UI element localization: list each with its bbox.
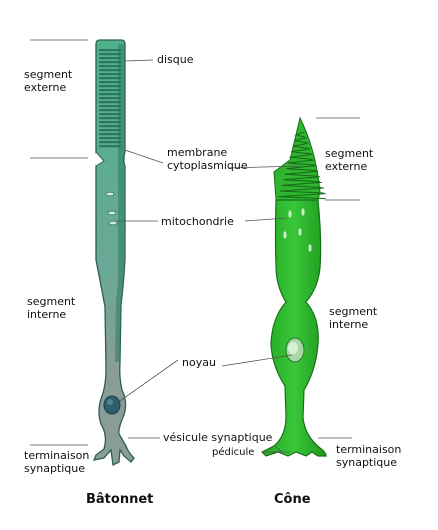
cone-inner-segment-label: segment interne (329, 305, 378, 331)
cone-inner-segment (260, 199, 327, 457)
cone-lamella (289, 153, 313, 160)
rod-disc (99, 117, 121, 120)
cone-mitochondrion (298, 228, 302, 236)
cone-lamella (291, 148, 311, 155)
cone-lamellae (278, 131, 326, 200)
rod-terminal-label: terminaison synaptique (24, 449, 90, 475)
rod-disc (99, 69, 121, 72)
cone-lamella (281, 181, 322, 188)
rod-disc (99, 49, 121, 52)
rod-disc (99, 61, 121, 64)
rod-disc (99, 97, 121, 100)
rod-disc (99, 73, 121, 76)
rod-disc (99, 57, 121, 60)
rod-inner-segment-label: segment interne (27, 295, 76, 321)
rod-disc (99, 81, 121, 84)
cone-title: Cône (274, 492, 311, 507)
rod-notch (95, 151, 105, 167)
rod-mitochondrion (108, 220, 118, 226)
cone-lamella (279, 187, 324, 194)
cone-mitochondrion (308, 244, 312, 252)
rod-nucleus (103, 395, 121, 415)
vesicle-label: vésicule synaptique (163, 431, 273, 444)
rod-disc (99, 125, 121, 128)
rod-disc (99, 129, 121, 132)
rod-disc (99, 77, 121, 80)
disc-label: disque (157, 53, 194, 66)
mitochondria-label: mitochondrie (161, 215, 234, 228)
cone-lamella (278, 193, 326, 200)
rod-disc (99, 145, 121, 148)
cone-lamella (292, 142, 309, 149)
nucleus-label: noyau (182, 356, 216, 369)
cone-mitochondrion (301, 208, 305, 216)
cone-lamella (286, 165, 317, 172)
pedicle-label: pédicule (212, 447, 255, 458)
rod-disc (99, 101, 121, 104)
membrane-label: membrane cytoplasmique (167, 146, 248, 172)
cone-lamella (284, 170, 319, 177)
cone-outer-segment-label: segment externe (325, 147, 374, 173)
rod-title: Bâtonnet (86, 492, 154, 507)
cone-lamella (294, 137, 307, 144)
rod-disc (99, 109, 121, 112)
cone-lamella (294, 131, 305, 138)
cone-mitochondrion (283, 231, 287, 239)
cone-outer-segment (273, 116, 321, 201)
rod-disc (99, 85, 121, 88)
cone-lamella (283, 176, 321, 183)
rod-disc (99, 113, 121, 116)
cone-terminal-label: terminaison synaptique (336, 443, 402, 469)
rod-disc (99, 133, 121, 136)
rod-discs (99, 49, 121, 148)
rod-disc (99, 93, 121, 96)
rod-outer-segment-label: segment externe (24, 68, 73, 94)
rod-disc (99, 65, 121, 68)
rod-mitochondrion (105, 191, 115, 197)
cone-lamella (287, 159, 315, 166)
rod-mitochondrion (107, 210, 117, 216)
cone-cell (260, 116, 327, 457)
rod-disc (99, 105, 121, 108)
leader-lines (30, 39, 360, 453)
rod-disc (99, 141, 121, 144)
rod-disc (99, 121, 121, 124)
rod-disc (99, 53, 121, 56)
cone-mitochondrion (288, 210, 292, 218)
rod-disc (99, 137, 121, 140)
rod-disc (99, 89, 121, 92)
rod-cell (92, 39, 135, 466)
